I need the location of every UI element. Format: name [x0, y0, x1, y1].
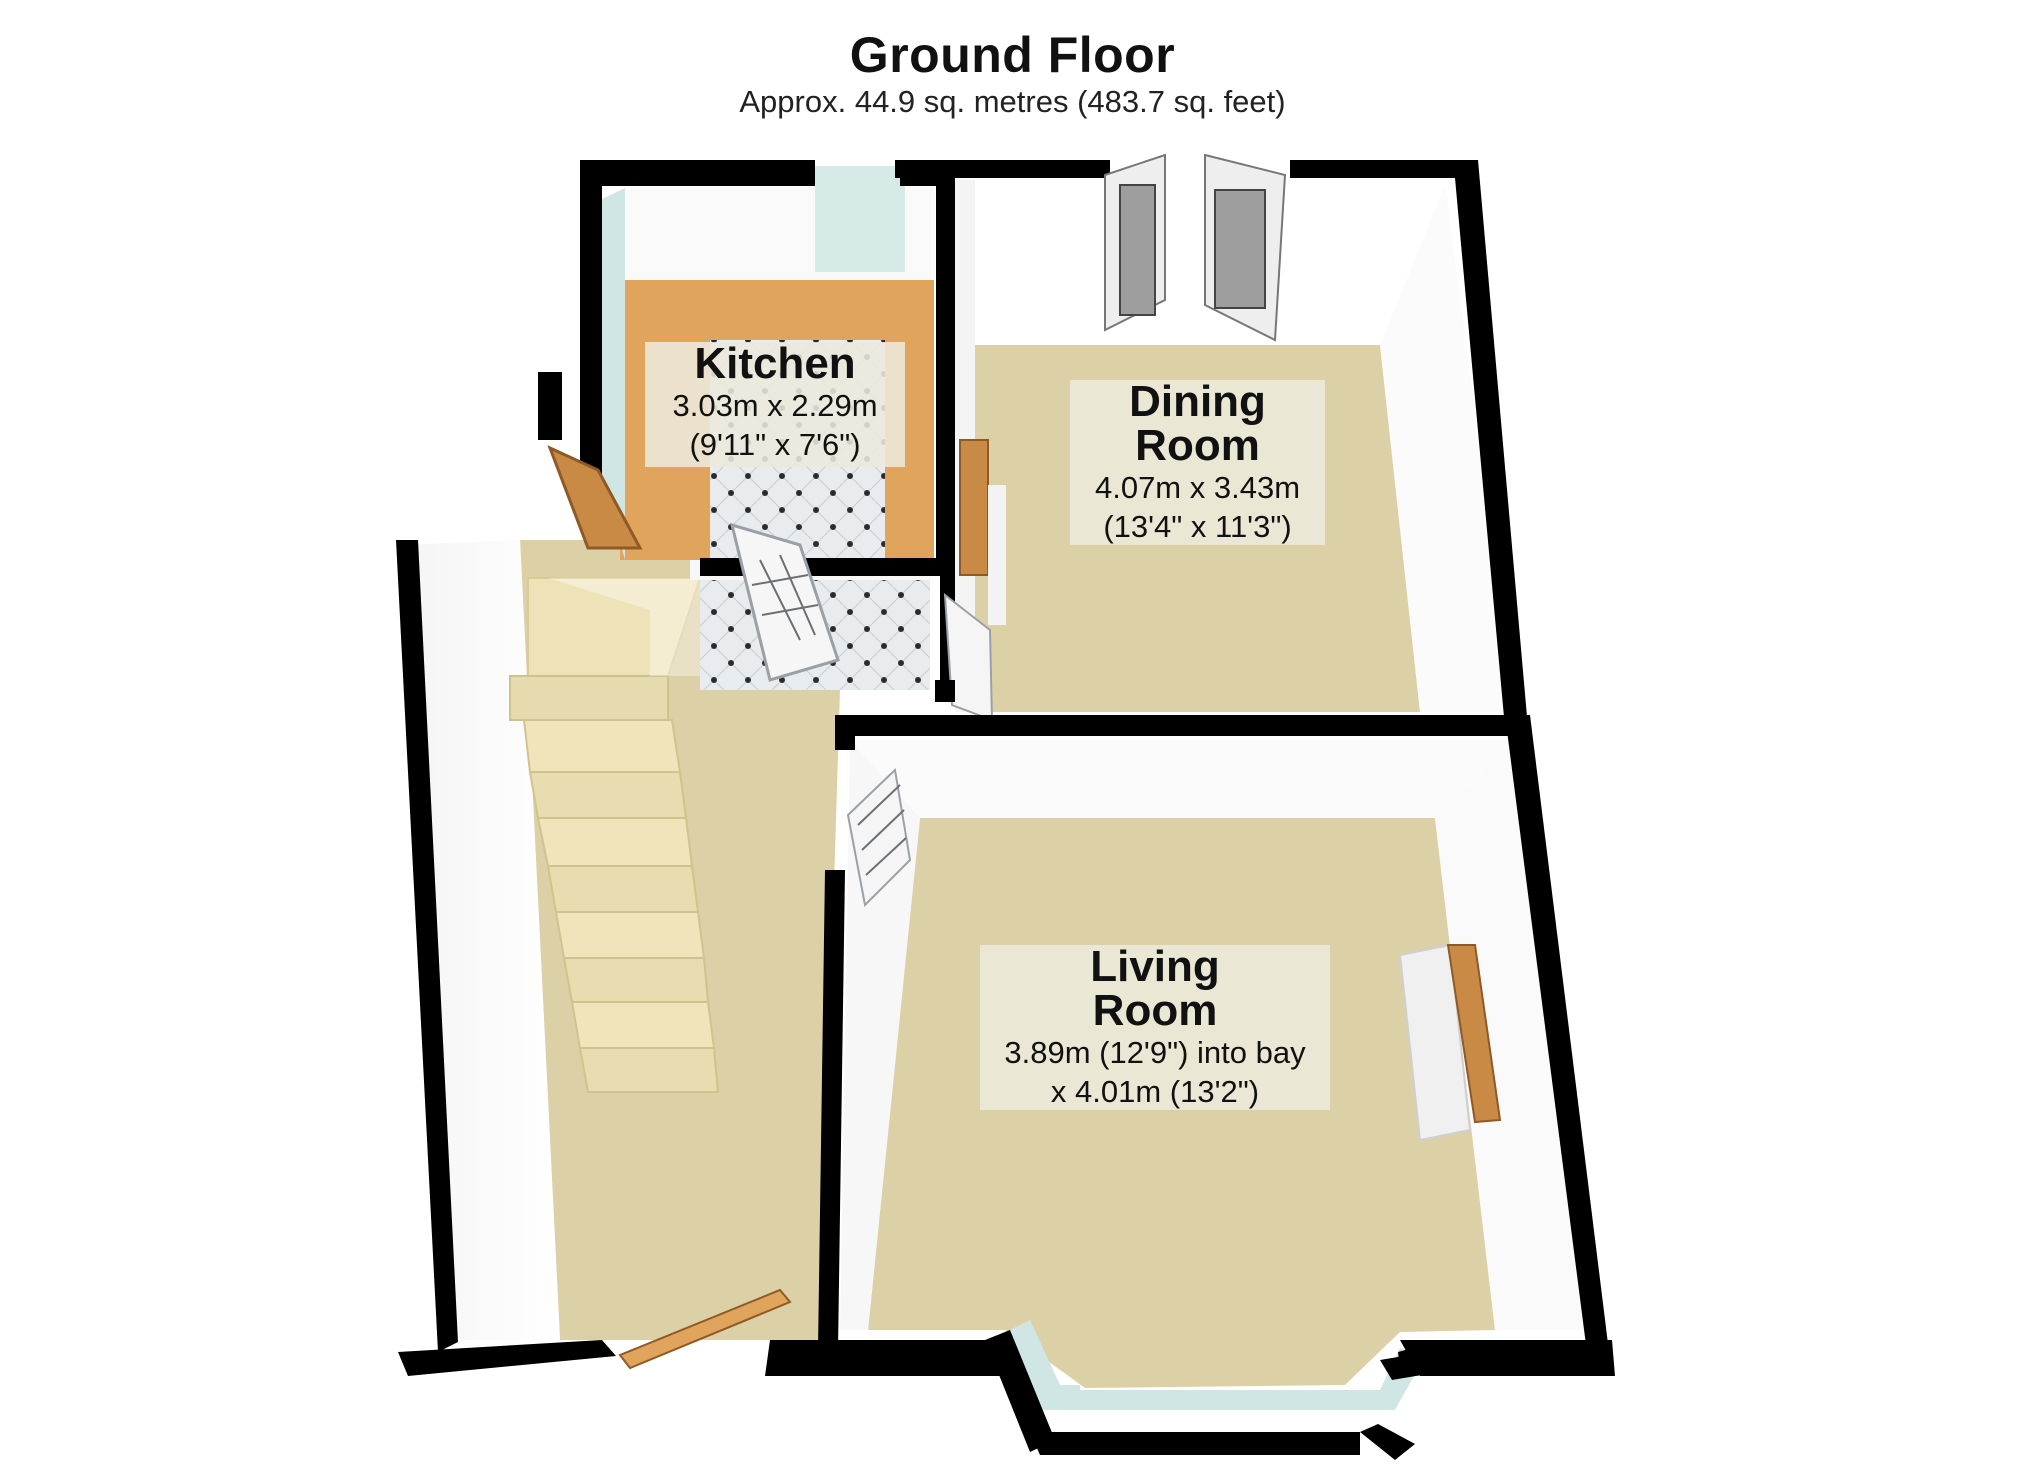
front-walls	[398, 1288, 1615, 1376]
living-dim-line1: 3.89m (12'9") into bay	[1004, 1035, 1306, 1070]
kitchen-name: Kitchen	[694, 339, 856, 388]
kitchen-dim-imperial: (9'11" x 7'6")	[689, 427, 861, 462]
floor-header: Ground Floor Approx. 44.9 sq. metres (48…	[0, 26, 2025, 120]
kitchen-side-window	[600, 188, 625, 560]
floor-title: Ground Floor	[849, 27, 1176, 83]
dining-room-label: Dining Room 4.07m x 3.43m (13'4" x 11'3"…	[1070, 380, 1325, 545]
fireplace-mantel	[1446, 944, 1502, 1124]
hall-outer-wall	[396, 540, 458, 1352]
french-doors	[1104, 153, 1287, 342]
living-room-label: Living Room 3.89m (12'9") into bay x 4.0…	[980, 945, 1330, 1110]
bay-window	[985, 1320, 1440, 1460]
kitchen-window	[815, 166, 905, 272]
living-door	[846, 767, 912, 908]
living-dim-line2: x 4.01m (13'2")	[1050, 1074, 1260, 1109]
kitchen-label: Kitchen 3.03m x 2.29m (9'11" x 7'6")	[645, 342, 905, 467]
living-name-line2: Room	[1092, 986, 1218, 1035]
fireplace-hearth	[1398, 943, 1472, 1142]
floor-area: Approx. 44.9 sq. metres (483.7 sq. feet)	[739, 84, 1286, 119]
dining-name-line2: Room	[1135, 421, 1260, 470]
dining-shelf	[959, 439, 989, 576]
kitchen-door	[729, 522, 840, 682]
living-name-line1: Living	[1090, 942, 1220, 991]
kitchen-back-door	[547, 445, 643, 550]
front-door	[618, 1288, 792, 1370]
staircase	[509, 577, 720, 1093]
dining-dim-imperial: (13'4" x 11'3")	[1103, 509, 1292, 544]
kitchen-dim-metric: 3.03m x 2.29m	[672, 388, 878, 423]
dining-right-wall-face	[1380, 185, 1515, 712]
dining-dim-metric: 4.07m x 3.43m	[1094, 470, 1301, 505]
dining-name-line1: Dining	[1129, 377, 1266, 426]
